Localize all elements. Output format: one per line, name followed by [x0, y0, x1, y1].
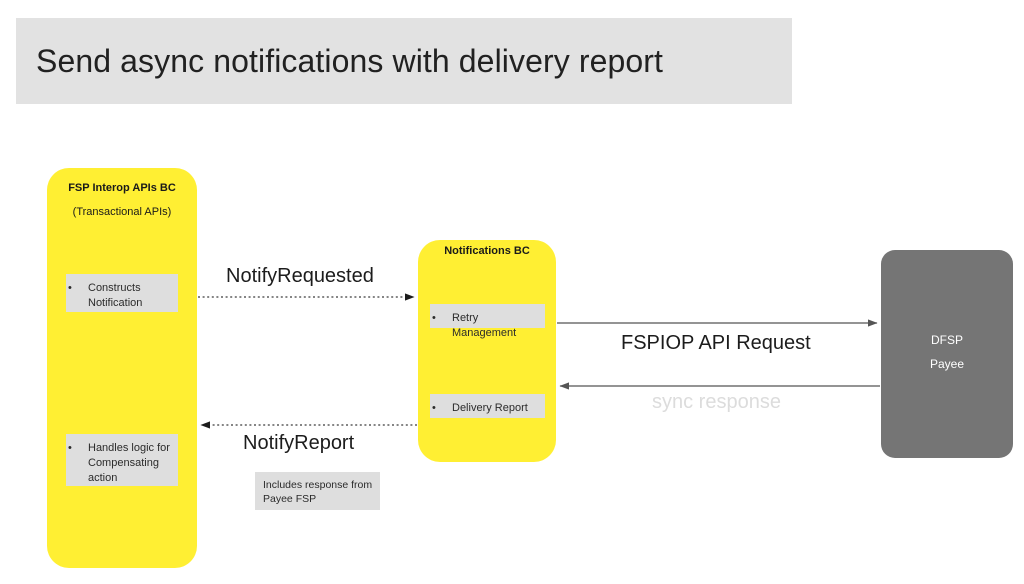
node-fsp-interop-subtitle: (Transactional APIs)	[72, 206, 172, 218]
node-fsp-interop-title: FSP Interop APIs BC	[68, 182, 176, 194]
bullet-icon: •	[432, 402, 436, 414]
note-includes-response-label: Includes response from Payee FSP	[263, 479, 373, 505]
edge-label-fspiop-api-request: FSPIOP API Request	[621, 332, 811, 354]
node-fsp-interop-apis-bc[interactable]: FSP Interop APIs BC (Transactional APIs)	[47, 168, 197, 568]
chip-handles-compensating-action-label: Handles logic for Compensating action	[88, 442, 170, 484]
note-includes-response[interactable]: Includes response from Payee FSP	[255, 472, 380, 510]
node-dfsp-label: DFSP	[930, 333, 963, 347]
page-title: Send async notifications with delivery r…	[36, 42, 664, 79]
node-payee-label: Payee	[929, 357, 965, 371]
chip-constructs-notification[interactable]: • Constructs Notification	[66, 274, 178, 312]
node-notifications-title: Notifications BC	[444, 245, 530, 257]
bullet-icon: •	[68, 442, 72, 454]
edge-label-notify-requested: NotifyRequested	[226, 265, 374, 287]
title-banner: Send async notifications with delivery r…	[16, 18, 792, 104]
node-dfsp-payee[interactable]: DFSP Payee	[881, 250, 1013, 458]
chip-constructs-notification-label: Constructs Notification	[88, 282, 143, 309]
chip-retry-management-label: Retry Management	[452, 312, 517, 339]
edge-label-sync-response: sync response	[652, 391, 781, 413]
node-notifications-bc[interactable]: Notifications BC	[418, 240, 556, 462]
chip-delivery-report-label: Delivery Report	[452, 402, 528, 414]
chip-delivery-report[interactable]: • Delivery Report	[430, 394, 545, 418]
edge-label-notify-report: NotifyReport	[243, 432, 355, 454]
bullet-icon: •	[68, 282, 72, 294]
chip-handles-compensating-action[interactable]: • Handles logic for Compensating action	[66, 434, 178, 486]
bullet-icon: •	[432, 312, 436, 324]
chip-retry-management[interactable]: • Retry Management	[430, 304, 545, 339]
